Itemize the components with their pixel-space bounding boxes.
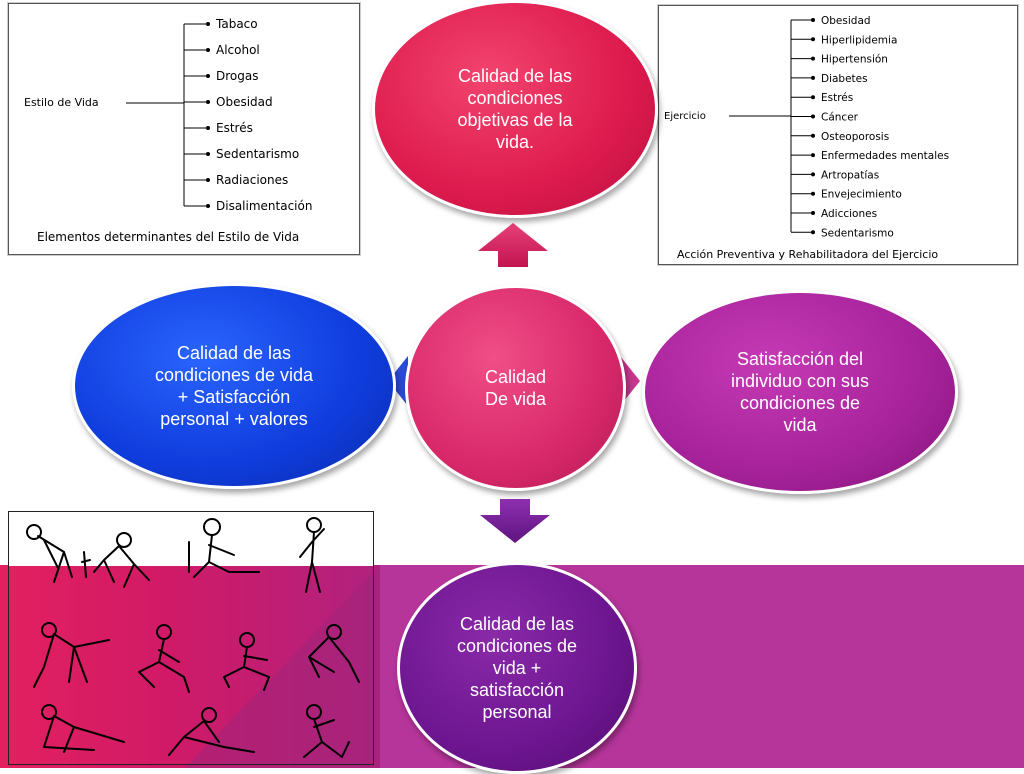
tree-item-label: Cáncer <box>821 112 859 124</box>
tree-bullet-icon <box>206 48 210 52</box>
tree-bullet-icon <box>811 191 815 196</box>
tree-item-label: Diabetes <box>821 73 868 85</box>
ellipse-bottom-line: vida + <box>492 658 542 678</box>
tree-item-label: Tabaco <box>215 17 258 31</box>
ellipse-center-line: Calidad <box>484 367 547 387</box>
ellipse-left-line: Calidad de las <box>176 343 292 363</box>
ellipse-left-line: condiciones de vida <box>154 365 314 385</box>
ellipse-top-line: condiciones <box>467 88 563 108</box>
arrow-down-icon <box>480 499 550 543</box>
tree-bullet-icon <box>206 74 210 78</box>
tree-item-label: Artropatías <box>821 169 879 181</box>
ellipse-right-line: Satisfacción del <box>736 349 864 369</box>
ellipse-right-line: individuo con sus <box>730 371 870 391</box>
tree-bullet-icon <box>811 153 815 158</box>
ellipse-bottom-line: condiciones de <box>456 636 578 656</box>
ellipse-quality-of-life: Calidad De vida <box>405 285 626 491</box>
ellipse-center-line: De vida <box>484 389 546 409</box>
exercise-caption: Acción Preventiva y Rehabilitadora del E… <box>677 248 938 261</box>
ellipse-top-line: objetivas de la <box>457 110 573 130</box>
tree-bullet-icon <box>811 172 815 177</box>
tree-item-label: Alcohol <box>216 43 260 57</box>
ellipse-objective-conditions: Calidad de las condiciones objetivas de … <box>372 0 658 218</box>
tree-bullet-icon <box>206 152 210 156</box>
exercise-root-label: Ejercicio <box>664 111 706 122</box>
tree-item-label: Radiaciones <box>216 173 288 187</box>
tree-bullet-icon <box>811 18 815 22</box>
tree-bullet-icon <box>811 230 815 235</box>
tree-bullet-icon <box>206 204 210 208</box>
exercise-tree-diagram: Ejercicio ObesidadHiperlipidemiaHiperten… <box>664 15 949 261</box>
tree-item-label: Osteoporosis <box>821 131 889 143</box>
tree-item-label: Enfermedades mentales <box>821 150 949 162</box>
lifestyle-root-label: Estilo de Vida <box>24 96 99 109</box>
lifestyle-tree-diagram: Estilo de Vida TabacoAlcoholDrogasObesid… <box>24 17 312 244</box>
tree-item-label: Estrés <box>216 121 253 135</box>
ellipse-left-line: personal + valores <box>160 409 308 429</box>
tree-item-label: Obesidad <box>216 95 273 109</box>
tree-item-label: Envejecimiento <box>821 189 902 201</box>
tree-bullet-icon <box>811 75 815 80</box>
ellipse-bottom-line: personal <box>482 702 552 722</box>
tree-item-label: Sedentarismo <box>216 147 299 161</box>
tree-bullet-icon <box>811 114 815 119</box>
exercise-figure-illustrations-icon <box>26 517 360 758</box>
arrow-left-icon <box>388 356 408 406</box>
exercise-figures-panel <box>8 511 374 765</box>
tree-item-label: Disalimentación <box>216 199 312 213</box>
tree-item-label: Hiperlipidemia <box>821 34 897 46</box>
ellipse-conditions-satisfaction-values: Calidad de las condiciones de vida + Sat… <box>72 283 396 489</box>
tree-bullet-icon <box>206 178 210 182</box>
tree-bullet-icon <box>811 211 815 215</box>
tree-bullet-icon <box>811 133 815 138</box>
ellipse-conditions-plus-satisfaction: Calidad de las condiciones de vida + sat… <box>397 562 637 774</box>
ellipse-bottom-line: Calidad de las <box>459 614 575 634</box>
tree-item-label: Adicciones <box>821 208 877 220</box>
tree-bullet-icon <box>811 56 815 61</box>
tree-bullet-icon <box>811 95 815 100</box>
tree-bullet-icon <box>206 126 210 130</box>
ellipse-individual-satisfaction: Satisfacción del individuo con sus condi… <box>642 290 958 494</box>
background-triangle <box>185 565 380 768</box>
tree-item-label: Obesidad <box>821 15 871 27</box>
ellipse-left-line: + Satisfacción <box>177 387 291 407</box>
ellipse-top-line: Calidad de las <box>457 66 573 86</box>
tree-bullet-icon <box>206 100 210 104</box>
ellipse-right-line: condiciones de <box>739 393 861 413</box>
tree-bullet-icon <box>811 37 815 42</box>
tree-item-label: Sedentarismo <box>821 227 894 239</box>
tree-item-label: Drogas <box>216 69 258 83</box>
ellipse-right-line: vida <box>783 415 817 435</box>
ellipse-bottom-line: satisfacción <box>469 680 565 700</box>
tree-item-label: Estrés <box>821 92 853 104</box>
arrow-up-icon <box>478 223 548 267</box>
tree-item-label: Hipertensión <box>821 54 888 66</box>
tree-bullet-icon <box>206 22 210 26</box>
ellipse-top-line: vida. <box>495 132 534 152</box>
lifestyle-caption: Elementos determinantes del Estilo de Vi… <box>37 230 299 244</box>
